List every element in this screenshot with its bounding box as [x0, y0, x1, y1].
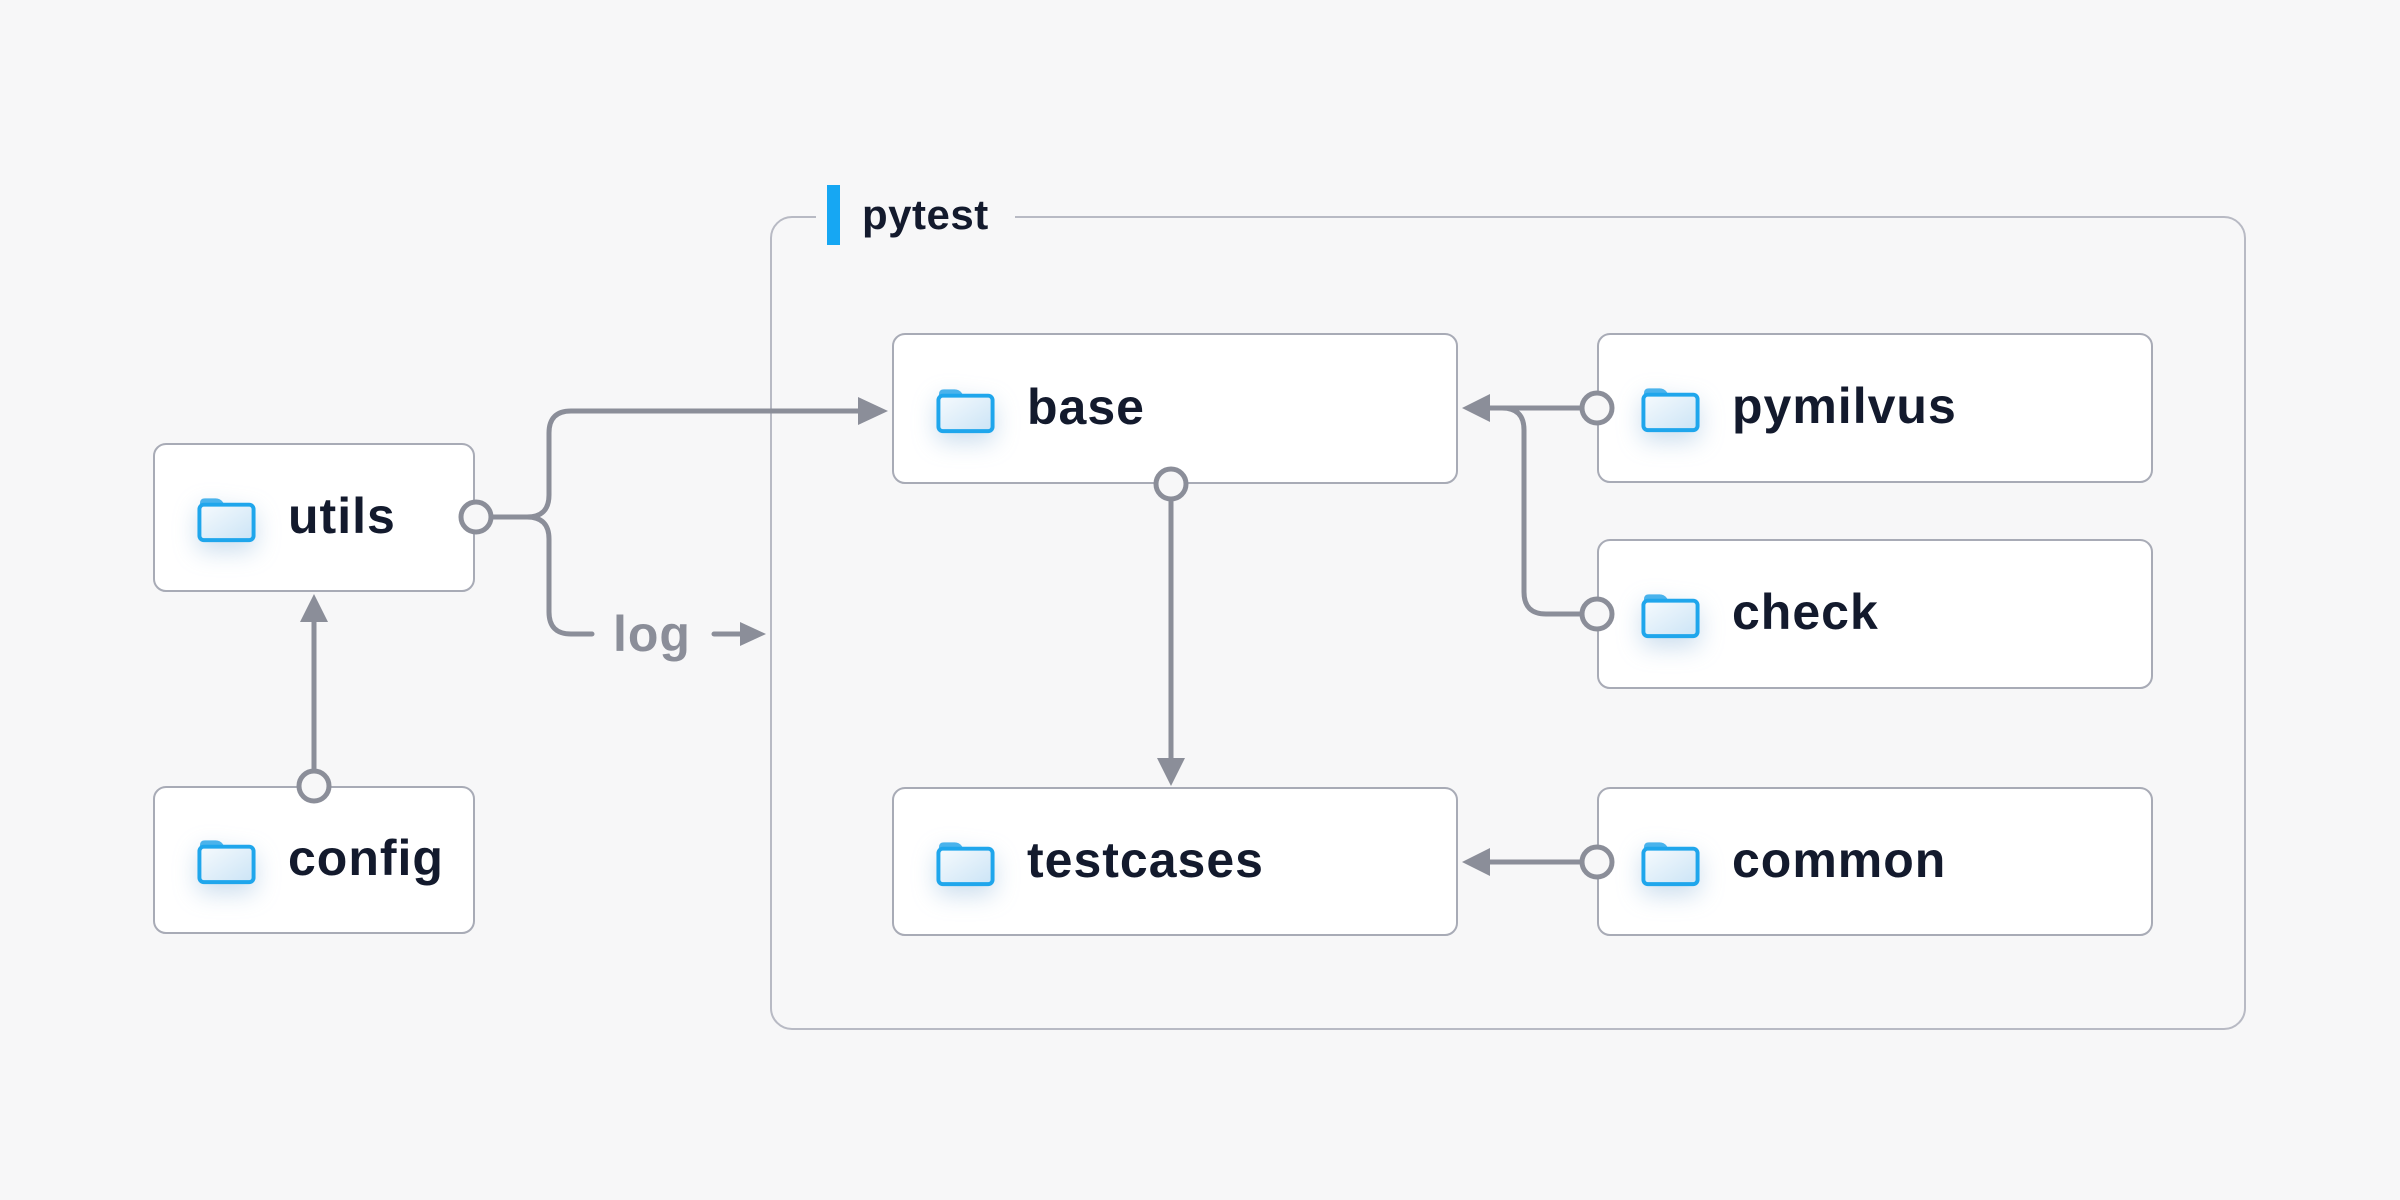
node-pymilvus-label: pymilvus: [1732, 378, 1957, 434]
node-base: base: [892, 333, 1458, 484]
node-utils: utils: [153, 443, 475, 592]
node-common-label: common: [1732, 831, 1947, 888]
arrowhead-to-utils: [300, 594, 328, 622]
pytest-group: [770, 216, 2246, 1030]
folder-icon: [1641, 841, 1700, 886]
node-testcases-label: testcases: [1027, 831, 1264, 888]
pytest-group-label-text: pytest: [862, 191, 989, 238]
folder-icon: [936, 841, 995, 886]
node-config-label: config: [288, 830, 444, 886]
folder-icon: [197, 840, 256, 885]
node-pymilvus: pymilvus: [1597, 333, 2153, 483]
pytest-group-label: pytest: [816, 183, 1015, 247]
folder-icon: [197, 497, 256, 542]
node-common: common: [1597, 787, 2153, 936]
node-base-label: base: [1027, 378, 1145, 435]
node-utils-label: utils: [288, 487, 396, 544]
folder-icon: [1641, 594, 1700, 639]
folder-icon: [936, 388, 995, 433]
edge-label-log: log: [613, 606, 691, 662]
edge-utils-log: [488, 514, 595, 637]
node-config: config: [153, 786, 475, 934]
folder-icon: [1641, 388, 1700, 433]
arrowhead-log: [740, 622, 766, 646]
node-check-label: check: [1732, 584, 1879, 640]
node-check: check: [1597, 539, 2153, 689]
node-testcases: testcases: [892, 787, 1458, 936]
accent-bar-icon: [827, 185, 840, 245]
